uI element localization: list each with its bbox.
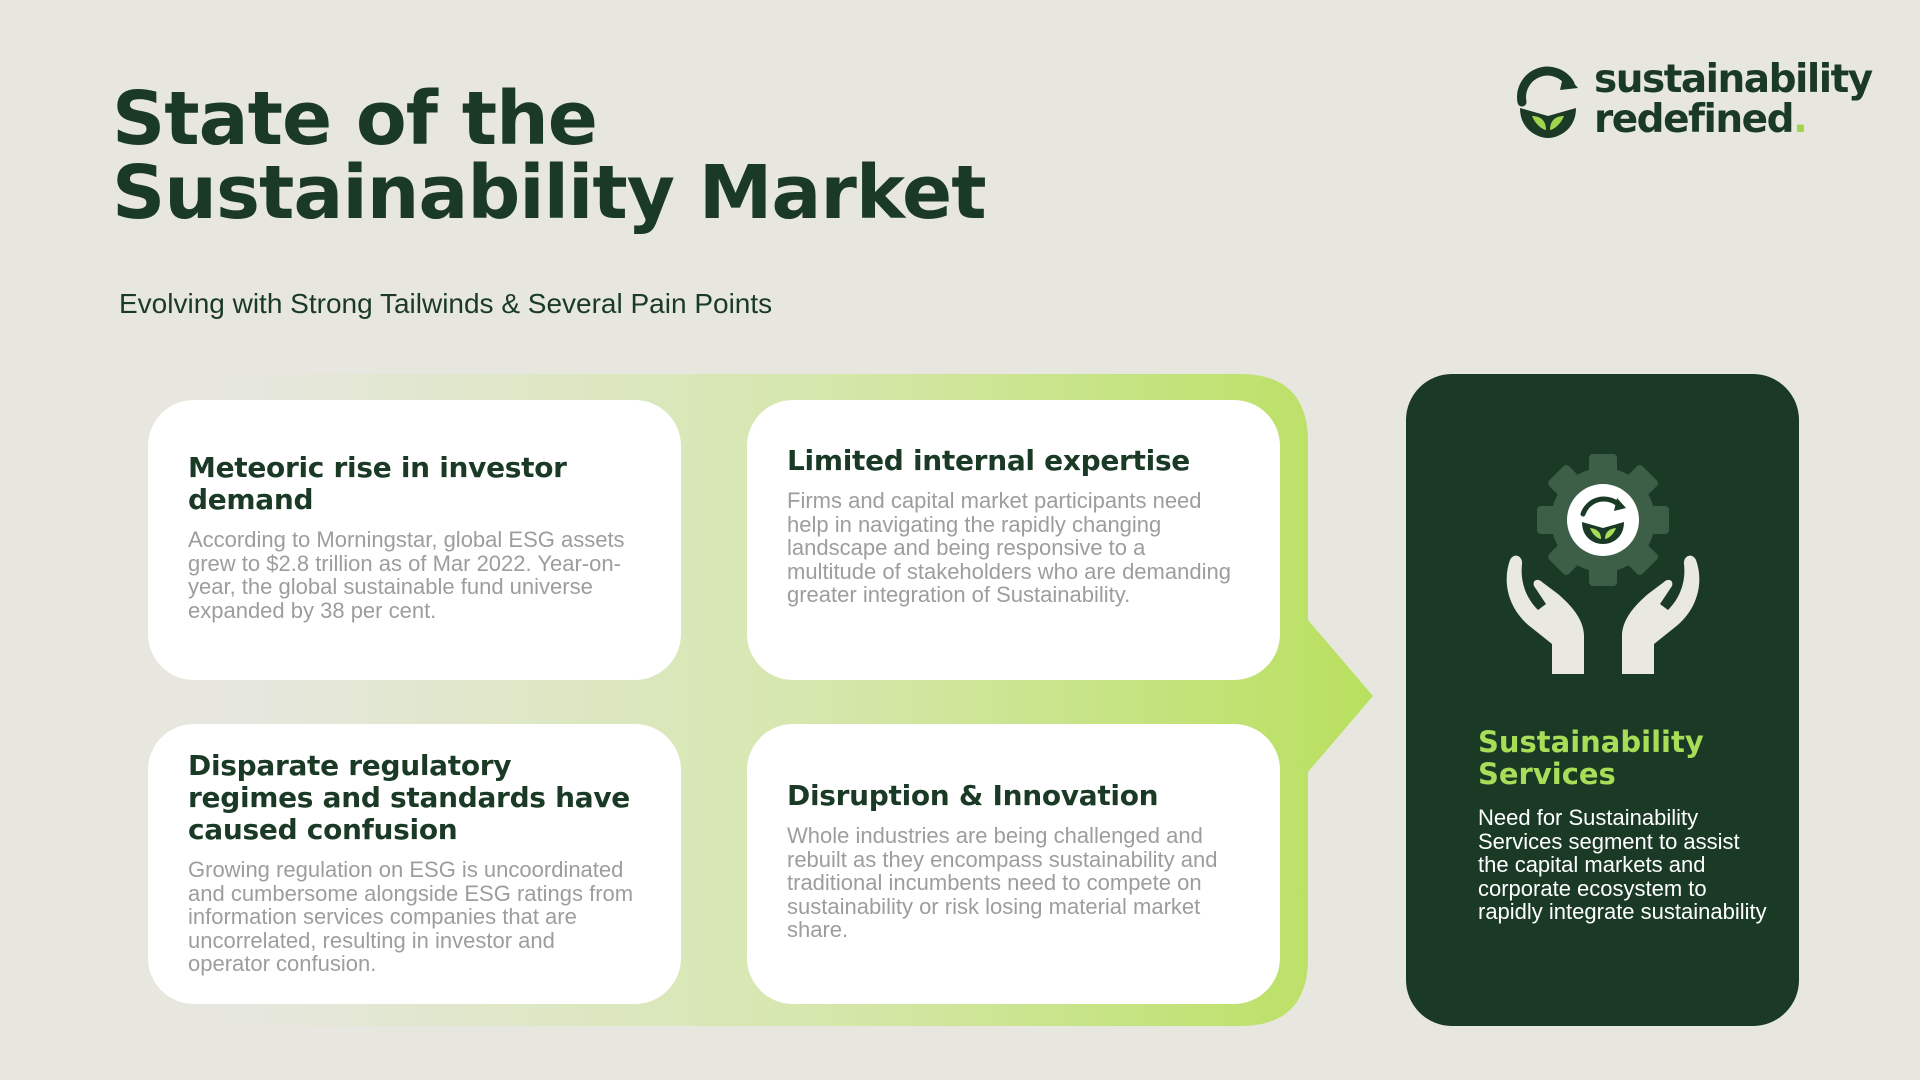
card-body: According to Morningstar, global ESG ass… [188,527,625,623]
card-title: Meteoric rise in investor demand [188,451,567,516]
logo-line-2: redefined. [1594,100,1872,140]
recycle-leaf-icon [1517,66,1578,138]
card-disruption-innovation: Disruption & Innovation Whole industries… [747,724,1280,1004]
card-body: Growing regulation on ESG is uncoordinat… [188,857,634,976]
card-title: Disparate regulatory regimes and standar… [188,749,630,846]
card-title: Limited internal expertise [787,444,1190,477]
card-title: Disruption & Innovation [787,779,1159,812]
panel-title: Sustainability Services [1478,725,1704,791]
card-body: Whole industries are being challenged an… [787,823,1218,942]
logo-dot: . [1793,97,1808,142]
title-line-1: State of the [112,76,598,162]
title-line-2: Sustainability Market [112,150,987,236]
logo-wordmark: sustainability redefined. [1594,57,1873,140]
hands-gear-leaf-icon [1506,454,1700,674]
card-body: Firms and capital market participants ne… [787,488,1231,607]
page-subtitle: Evolving with Strong Tailwinds & Several… [119,288,773,319]
card-internal-expertise: Limited internal expertise Firms and cap… [747,400,1280,680]
card-regulatory-regimes: Disparate regulatory regimes and standar… [148,724,681,1004]
brand-logo: sustainability redefined. [1512,57,1873,140]
sustainability-services-panel: Sustainability Services Need for Sustain… [1406,374,1799,1026]
card-investor-demand: Meteoric rise in investor demand Accordi… [148,400,681,680]
logo-line-1: sustainability [1594,57,1873,102]
panel-body: Need for Sustainability Services segment… [1478,805,1767,924]
logo-line-2-text: redefined [1594,97,1795,142]
page-title: State of the Sustainability Market [112,76,987,236]
